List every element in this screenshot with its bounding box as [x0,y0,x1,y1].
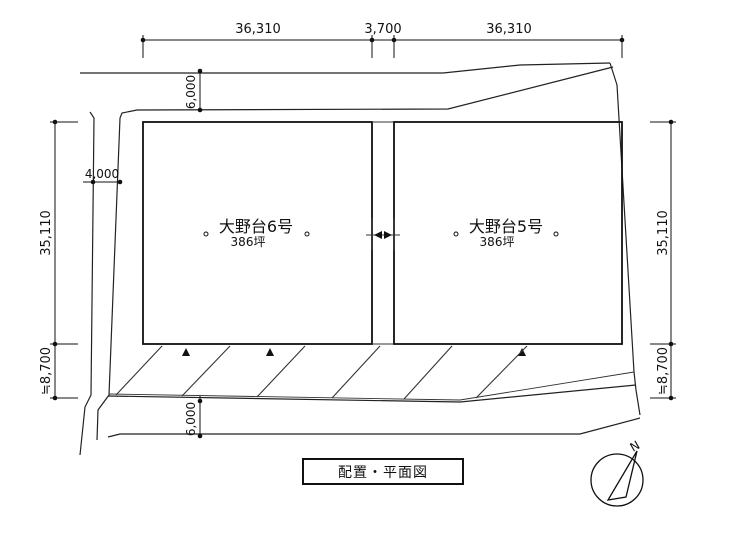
compass-label: N [628,438,643,455]
gap-arrow-icon [366,218,400,250]
entry-arrow-icon [266,348,274,356]
lot-6-name: 大野台6号 [219,217,293,236]
dim-right-height: 35,110 [656,210,671,256]
drawing-title: 配置・平面図 [302,458,464,485]
dim-left-lower: ≒8,700 [39,347,54,395]
entry-arrow-icon [518,348,526,356]
top-road: 6,000 [80,62,614,119]
dim-left-height: 35,110 [39,210,54,256]
parking-hatch [115,345,528,400]
building-lot-6: 大野台6号 386坪 [142,121,394,356]
north-compass-icon: N [590,438,644,507]
dim-top-left: 36,310 [235,22,281,37]
top-dimension: 36,310 3,700 36,310 [140,22,625,58]
entry-arrow-icon [182,348,190,356]
right-road [609,62,641,416]
lot-6-area: 386坪 [231,235,266,249]
dim-right-lower: ≒8,700 [656,347,671,395]
lot-5-area: 386坪 [480,235,515,249]
right-dimension: 35,110 ≒8,700 [650,119,676,401]
building-lot-5: 大野台5号 386坪 [393,121,623,356]
dim-top-right: 36,310 [486,22,532,37]
left-road: 4,000 [79,111,123,456]
dim-road-top: 6,000 [184,75,198,109]
site-boundary [108,371,635,401]
dim-road-left: 4,000 [85,167,119,181]
dim-top-mid: 3,700 [364,22,401,37]
dim-road-bottom: 6,000 [184,402,198,436]
lot-5-name: 大野台5号 [469,217,543,236]
bottom-road: 6,000 [107,384,641,439]
left-dimension: 35,110 ≒8,700 [39,119,78,401]
